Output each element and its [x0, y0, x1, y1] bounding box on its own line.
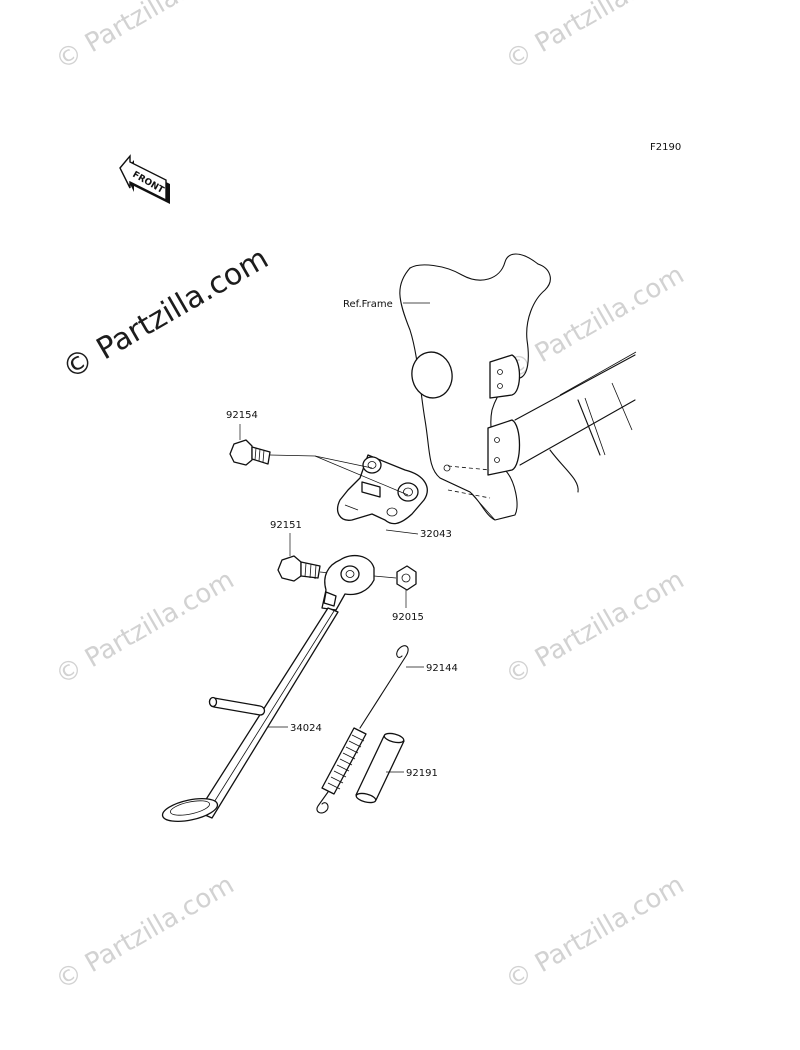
part-number-92015: 92015 [392, 612, 424, 623]
part-number-92154: 92154 [226, 410, 258, 421]
ref-frame-label: Ref.Frame [343, 299, 393, 310]
part-number-32043: 32043 [420, 529, 452, 540]
bolt-pivot-part[interactable] [277, 533, 341, 582]
part-number-92144: 92144 [426, 663, 458, 674]
watermark-text-dark: © Partzilla.com [57, 241, 275, 387]
side-stand-part[interactable] [161, 554, 375, 826]
watermark-text: © Partzilla.com [501, 565, 690, 691]
bolt-upper-part[interactable] [229, 424, 409, 496]
watermark-text: © Partzilla.com [51, 870, 240, 996]
part-number-34024: 34024 [290, 723, 322, 734]
nut-part[interactable] [373, 565, 417, 608]
part-number-92191: 92191 [406, 768, 438, 779]
watermark-text: © Partzilla.com [501, 260, 690, 386]
spring-cover-part[interactable] [355, 732, 405, 805]
watermark-text: © Partzilla.com [51, 565, 240, 691]
spring-part[interactable] [316, 645, 424, 814]
ref-frame-drawing [399, 253, 637, 521]
bracket-part[interactable] [337, 454, 428, 525]
watermark-text: © Partzilla.com [501, 0, 690, 76]
figure-code: F2190 [650, 142, 681, 153]
part-number-92151: 92151 [270, 520, 302, 531]
watermark-text: © Partzilla.com [51, 0, 240, 76]
leader-32043 [385, 529, 419, 535]
front-arrow-icon: FRONT [119, 154, 170, 204]
watermark-text: © Partzilla.com [501, 870, 690, 996]
